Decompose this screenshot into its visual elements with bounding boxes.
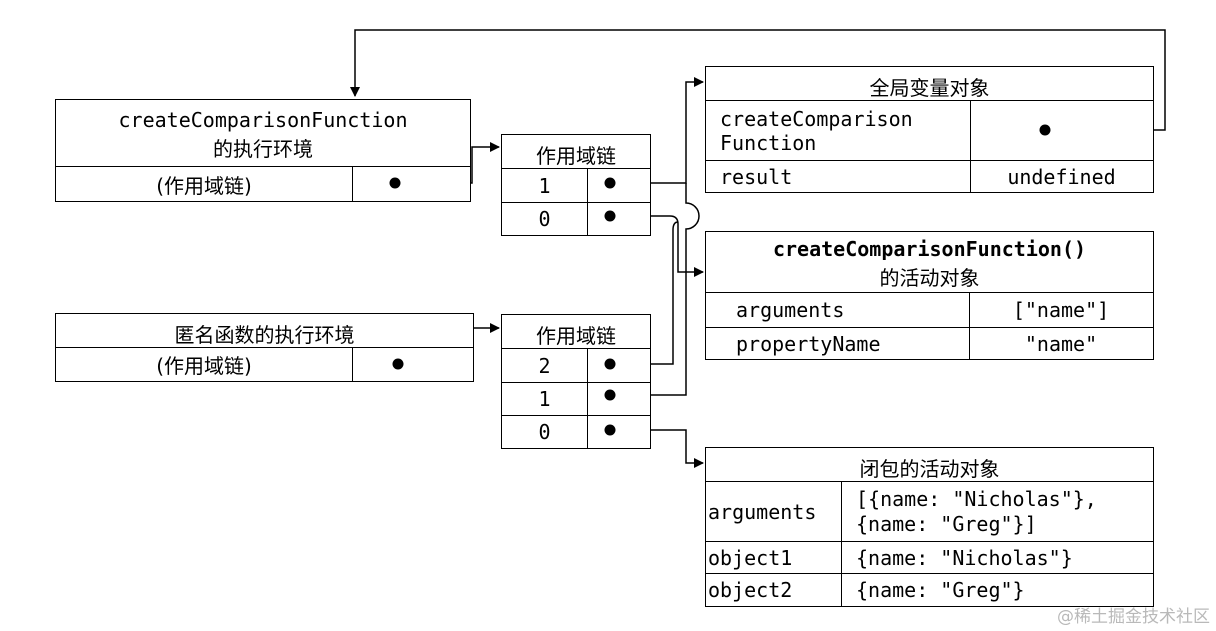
global-variable-object-title: 全局变量对象 [869,76,990,100]
scope-chain-label: (作用域链) [156,173,252,198]
global-variable-object: 全局变量对象 createComparison Function result … [705,66,1154,193]
exec-context-anon: 匿名函数的执行环境 (作用域链) [55,313,474,382]
global-key-result: result [720,164,793,189]
scope-index: 0 [538,207,551,231]
arrow-scope1-0-to-activation [610,215,704,277]
value-line: {name: "Greg"}] [856,511,1037,536]
scope-chain-2-title: 作用域链 [536,324,616,348]
closure-value-object1: {name: "Nicholas"} [856,545,1073,570]
closure-value-object2: {name: "Greg"} [856,578,1025,602]
activation-key-propertyName: propertyName [736,331,881,356]
pointer-dot [604,210,616,222]
scope-chain-1: 作用域链 1 0 [501,134,651,236]
closure-value-arguments: [{name: "Nicholas"}, {name: "Greg"}] [856,482,1153,541]
create-activation-object-title: createComparisonFunction() [772,237,1087,261]
key-line: Function [720,130,817,155]
pointer-dot [389,177,401,189]
closure-activation-object: 闭包的活动对象 arguments [{name: "Nicholas"}, {… [705,447,1154,607]
watermark: @稀土掘金技术社区 [1057,607,1210,627]
pointer-dot [1039,124,1051,136]
activation-value-arguments: ["name"] [1012,298,1110,322]
closure-key-object2: object2 [708,578,793,602]
pointer-dot [604,177,616,189]
scope-index: 1 [538,173,551,198]
pointer-dot [604,424,616,436]
scope-index: 0 [538,420,551,444]
exec-context-anon-title: 匿名函数的执行环境 [174,323,355,347]
global-value-result: undefined [1007,164,1116,189]
pointer-dot [392,358,404,370]
value-line: [{name: "Nicholas"}, [856,486,1097,511]
exec-context-create-subtitle: 的执行环境 [213,137,313,161]
scope-chain-1-title: 作用域链 [536,144,616,168]
closure-key-arguments: arguments [708,499,817,524]
scope-index: 2 [538,353,551,378]
key-line: createComparison [720,106,913,131]
activation-value-propertyName: "name" [1024,331,1098,356]
pointer-dot [604,389,616,401]
create-activation-object: createComparisonFunction() 的活动对象 argumen… [705,231,1154,360]
line-scope2-2 [610,221,679,365]
line-scope2-1 [610,183,700,396]
closure-activation-object-title: 闭包的活动对象 [859,457,1000,481]
activation-key-arguments: arguments [736,298,845,322]
create-activation-object-subtitle: 的活动对象 [879,266,980,290]
exec-context-create-title: createComparisonFunction [118,108,408,132]
global-key-createComparisonFunction: createComparison Function [720,101,970,160]
scope-chain-label: (作用域链) [156,354,252,378]
exec-context-create: createComparisonFunction 的执行环境 (作用域链) [55,99,471,202]
scope-chain-2: 作用域链 2 1 0 [501,314,651,449]
pointer-dot [604,358,616,370]
closure-key-object1: object1 [708,545,793,570]
scope-index: 1 [538,387,551,411]
